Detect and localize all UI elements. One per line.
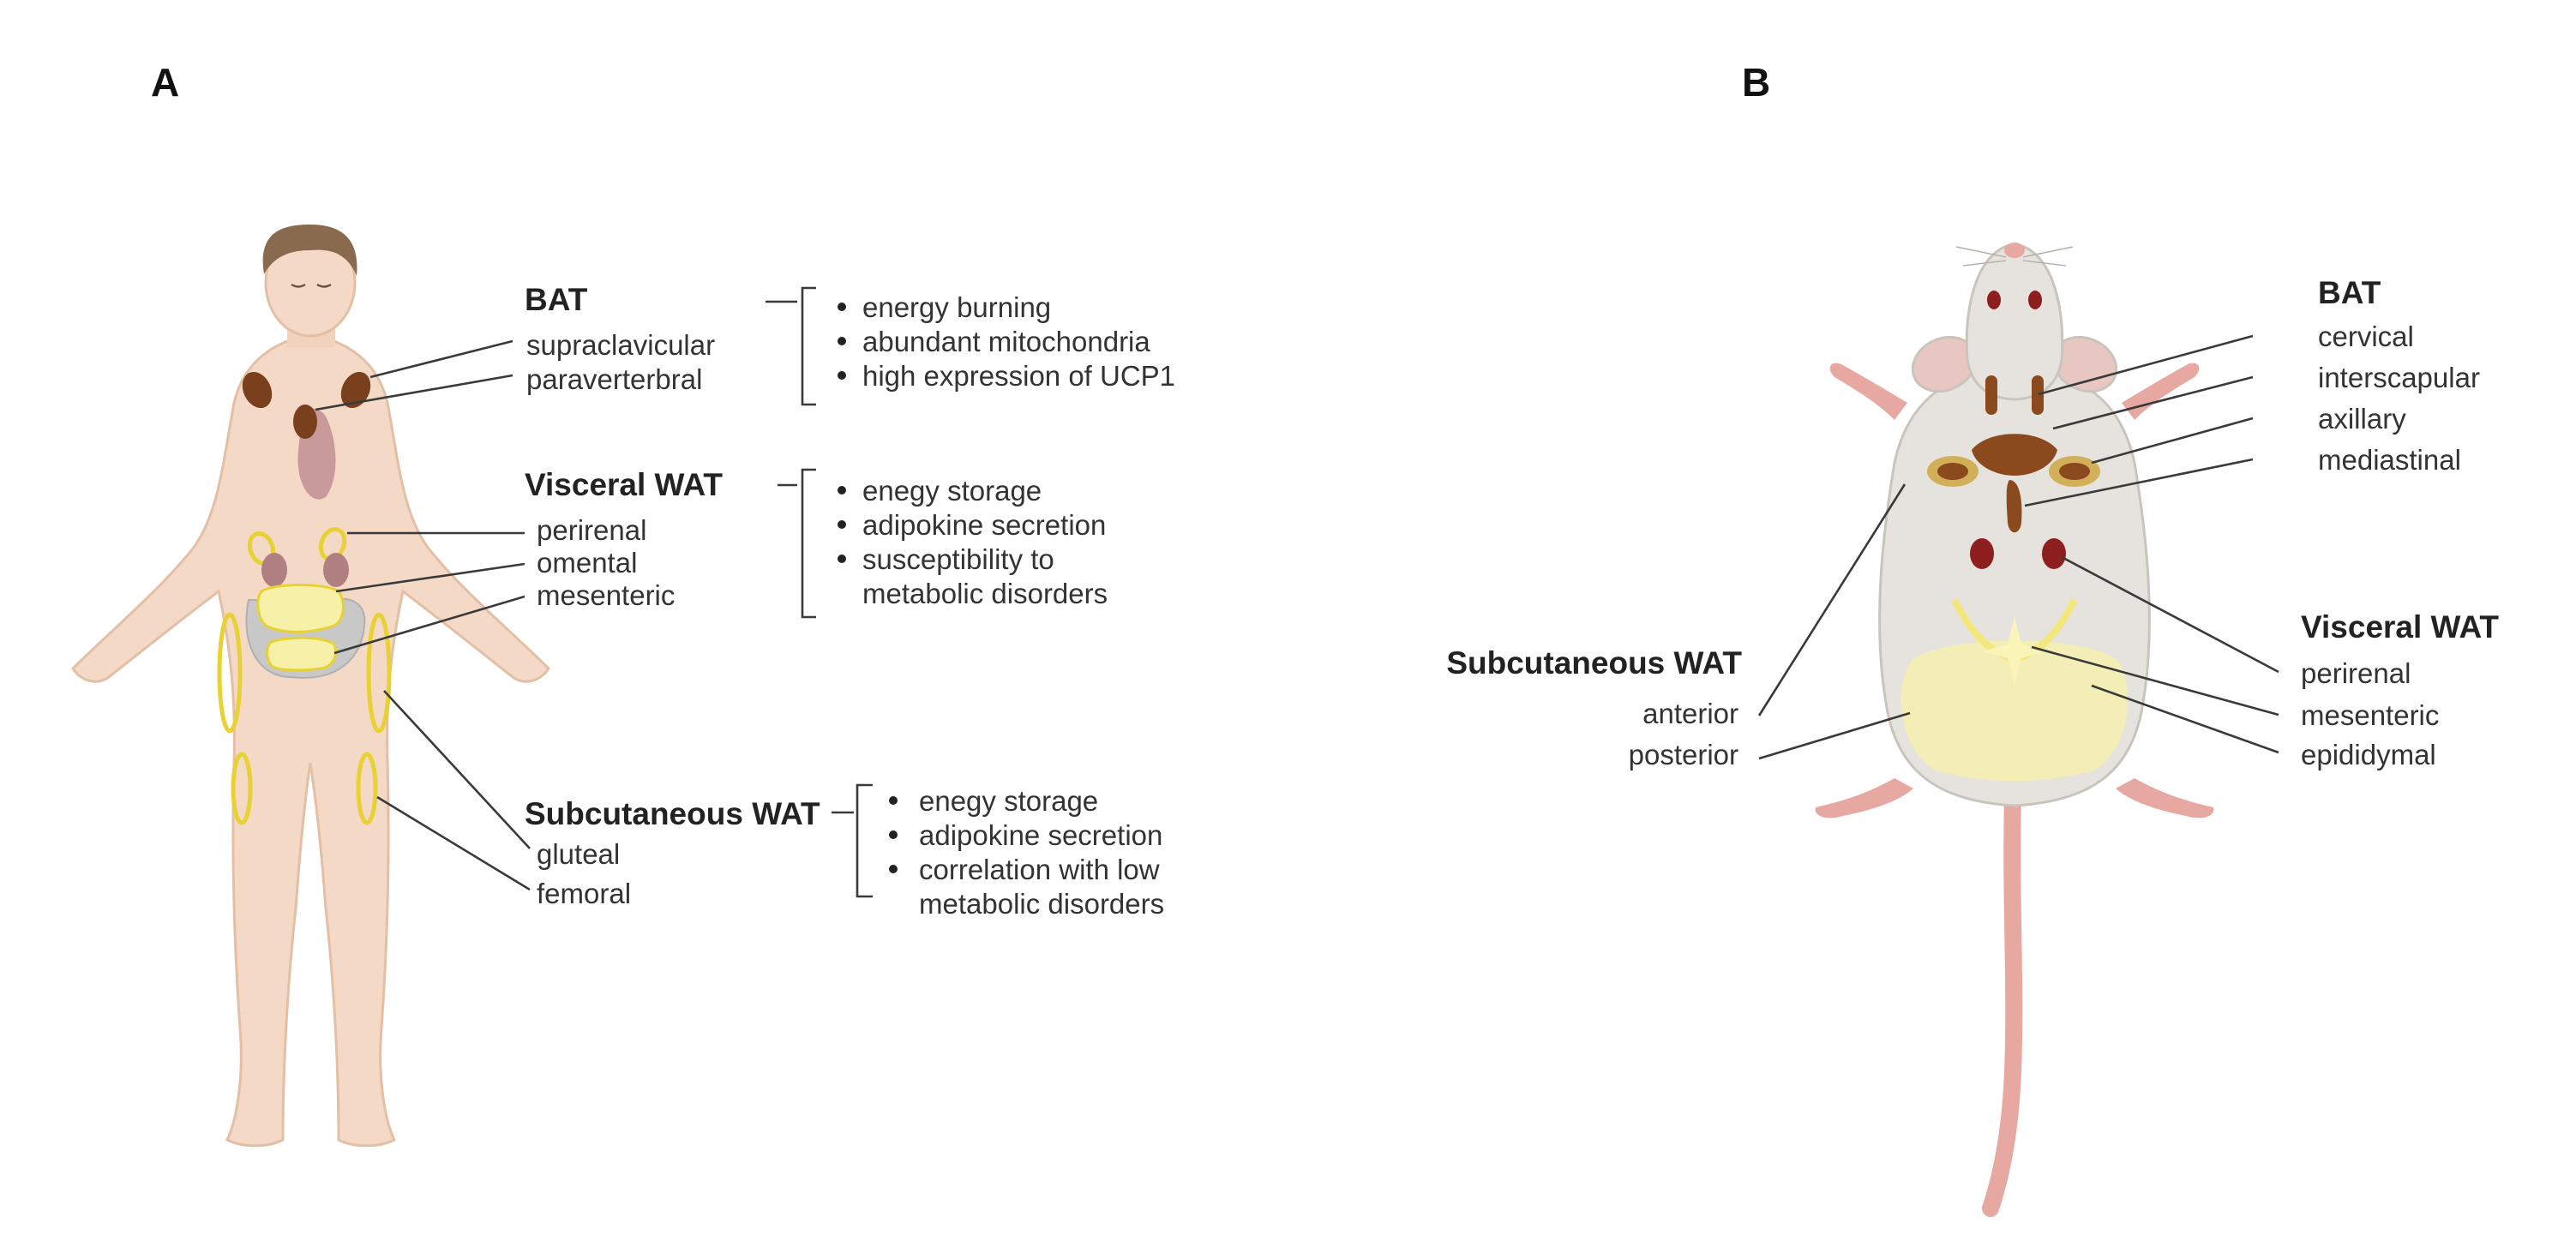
bat-depot-right-supraclavicular (340, 371, 371, 409)
panel-b-bat-group: BAT cervical interscapular axillary medi… (2318, 275, 2480, 476)
panel-b-subcutaneous-depot-2: posterior (1629, 739, 1738, 770)
mouse-illustration (1815, 243, 2214, 1217)
panel-a-bat-feature-2: abundant mitochondria (862, 326, 1150, 357)
panel-b-subcutaneous-group: Subcutaneous WAT anterior posterior (1446, 645, 1742, 770)
panel-a-visceral-group: Visceral WAT perirenal omental mesenteri… (525, 467, 1108, 619)
mouse-head (1965, 243, 2064, 401)
mesenteric-fat-star (1980, 617, 2049, 686)
mouse-whiskers (1955, 246, 2074, 267)
human-illustration (71, 225, 550, 1148)
bat-axillary-right (2059, 463, 2090, 480)
kidney-left (261, 553, 287, 587)
gluteal-fat-left (217, 612, 243, 734)
panel-a-bat-feature-3: high expression of UCP1 (862, 360, 1175, 392)
human-hair (262, 225, 357, 276)
panel-b-bat-depot-3: axillary (2318, 403, 2406, 435)
panel-b-bat-depot-4: mediastinal (2318, 444, 2461, 476)
panel-b-bat-depot-1: cervical (2318, 321, 2414, 352)
panel-b-visceral-header: Visceral WAT (2301, 609, 2499, 644)
panel-b-bat-header: BAT (2318, 275, 2381, 310)
panel-b-subcutaneous-depot-1: anterior (1642, 698, 1738, 729)
panel-a-subcutaneous-feature-1: enegy storage (919, 785, 1098, 817)
mouse-kidney-left (1970, 538, 1994, 569)
bat-depot-paravertebral (293, 405, 317, 439)
panel-a-bat-feature-1: energy burning (862, 291, 1051, 323)
panel-b-visceral-depot-3: epididymal (2301, 739, 2436, 770)
posterior-subcutaneous-fat (1900, 640, 2129, 782)
bat-cervical-right (2032, 375, 2044, 415)
panel-a-visceral-depot-1: perirenal (537, 514, 646, 546)
human-body (71, 333, 550, 1148)
panel-a-bat-depot-1: supraclavicular (526, 329, 715, 361)
panel-a-subcutaneous-group: Subcutaneous WAT gluteal femoral enegy s… (525, 783, 1164, 920)
panel-a-visceral-feature-3: susceptibility to (862, 543, 1054, 575)
panel-a-subcutaneous-depot-1: gluteal (537, 838, 620, 870)
panel-b-visceral-group: Visceral WAT perirenal mesenteric epidid… (2301, 609, 2499, 770)
panel-a-bat-header: BAT (525, 282, 588, 317)
panel-b-visceral-depot-1: perirenal (2301, 657, 2411, 689)
bat-depot-left-supraclavicular (242, 371, 273, 409)
panel-a-visceral-header: Visceral WAT (525, 467, 723, 502)
human-eyes (291, 283, 332, 288)
bat-mediastinal (2006, 480, 2022, 533)
gluteal-fat-right (366, 612, 392, 734)
mouse-right-forepaw (2122, 363, 2200, 420)
mouse-left-eye (1987, 291, 2001, 309)
femoral-fat-right (356, 752, 378, 825)
mouse-right-eye (2028, 291, 2042, 309)
panel-b-leaders (1757, 334, 2279, 760)
bat-interscapular (1972, 434, 2057, 476)
mouse-nose (2004, 243, 2025, 258)
panel-a-subcutaneous-feature-2: adipokine secretion (919, 819, 1162, 851)
panel-a-bat-group: BAT supraclavicular paraverterbral energ… (525, 282, 1175, 406)
bat-cervical-left (1985, 375, 1997, 415)
panel-a-visceral-feature-1: enegy storage (862, 475, 1042, 507)
mouse-tail (1982, 788, 2023, 1217)
kidney-right (323, 553, 349, 587)
femoral-fat-left (231, 752, 253, 825)
panel-a-subcutaneous-feature-3: correlation with low (919, 854, 1160, 885)
panel-a-visceral-depot-2: omental (537, 547, 637, 579)
mouse-right-hind-foot (2116, 778, 2214, 818)
panel-a-subcutaneous-header: Subcutaneous WAT (525, 796, 820, 831)
panel-a-visceral-feature-4: metabolic disorders (862, 578, 1108, 609)
panel-a-subcutaneous-depot-2: femoral (537, 878, 631, 909)
bat-axillary-left (1937, 463, 1968, 480)
panel-b-subcutaneous-header: Subcutaneous WAT (1446, 645, 1742, 680)
mouse-left-hind-foot (1815, 778, 1913, 818)
panel-a-letter: A (151, 60, 179, 105)
mouse-kidney-right (2042, 538, 2066, 569)
panel-a-bat-depot-2: paraverterbral (526, 363, 702, 395)
panel-b-letter: B (1742, 60, 1770, 105)
panel-a-visceral-depot-3: mesenteric (537, 579, 675, 611)
panel-b-visceral-depot-2: mesenteric (2301, 699, 2439, 731)
mesenteric-fat (266, 636, 338, 672)
panel-b-bat-depot-2: interscapular (2318, 362, 2480, 393)
panel-a-visceral-feature-2: adipokine secretion (862, 509, 1106, 541)
panel-a-leaders (315, 339, 531, 891)
panel-a-subcutaneous-feature-4: metabolic disorders (919, 888, 1164, 920)
mouse-left-forepaw (1829, 363, 1907, 420)
omental-fat (256, 584, 345, 633)
